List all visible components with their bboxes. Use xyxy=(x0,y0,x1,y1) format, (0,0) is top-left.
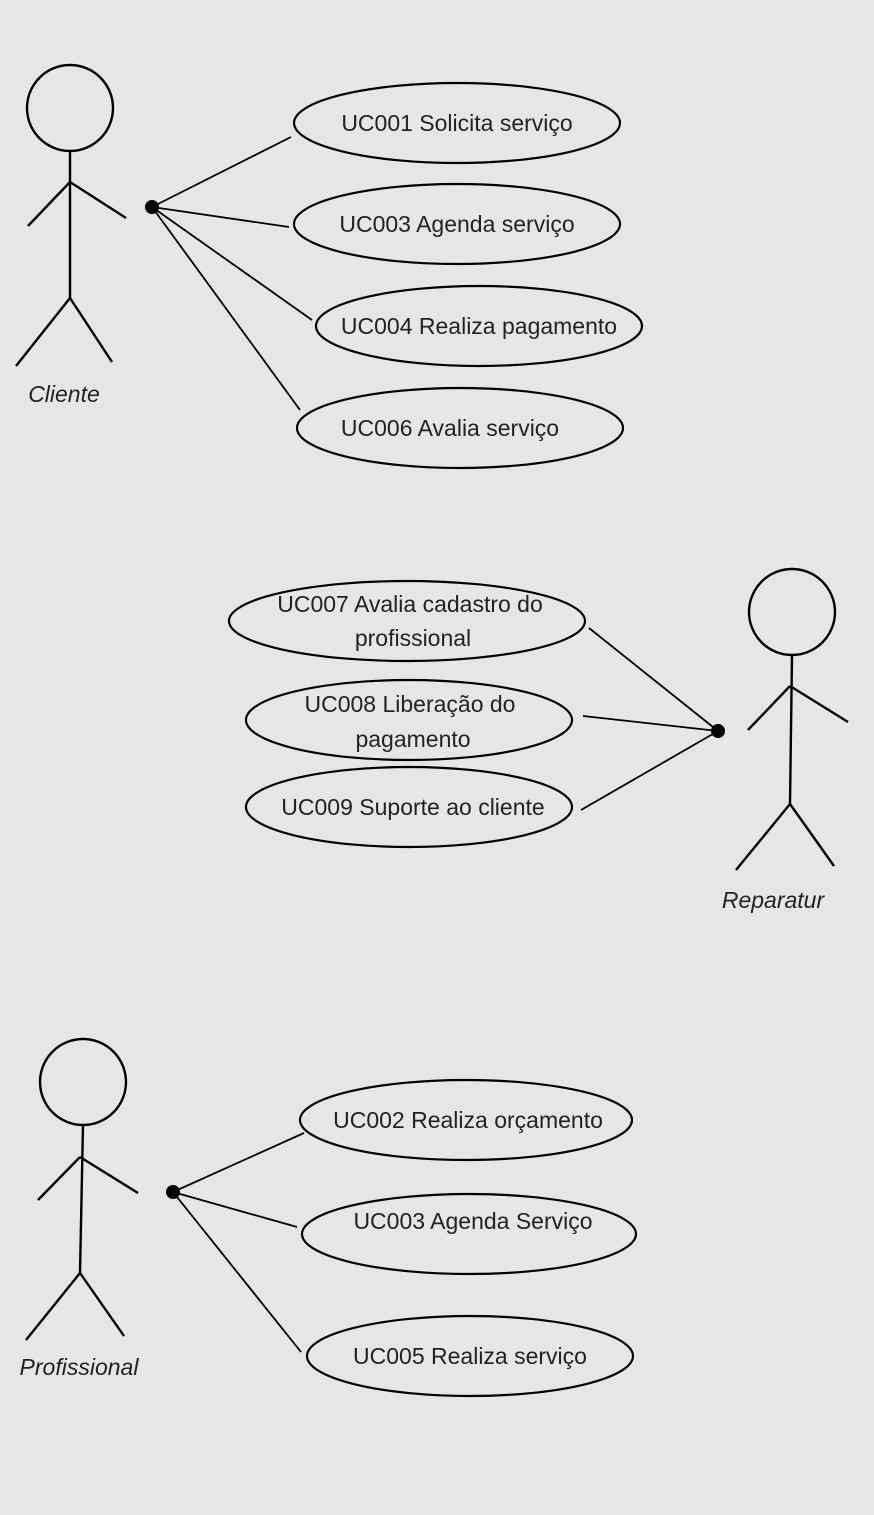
actor-reparatur-group: Reparatur UC007 Avalia cadastro do profi… xyxy=(227,567,849,913)
actor-label-profissional: Profissional xyxy=(20,1354,140,1380)
use-case-uc003[interactable]: UC003 Agenda serviço xyxy=(292,182,622,266)
use-case-label: UC009 Suporte ao cliente xyxy=(281,794,544,820)
use-case-uc003-profissional[interactable]: UC003 Agenda Serviço xyxy=(300,1192,638,1276)
association-line xyxy=(151,206,301,411)
association-line xyxy=(151,136,292,208)
use-case-uc006[interactable]: UC006 Avalia serviço xyxy=(295,386,625,470)
use-case-uc007[interactable]: UC007 Avalia cadastro do profissional xyxy=(227,579,587,663)
actor-cliente-group: Cliente UC001 Solicita serviço UC003 Age… xyxy=(15,63,644,470)
use-case-uc004[interactable]: UC004 Realiza pagamento xyxy=(314,284,644,368)
use-case-label: UC003 Agenda Serviço xyxy=(353,1208,592,1234)
use-case-label: UC006 Avalia serviço xyxy=(341,415,559,441)
association-line xyxy=(588,627,719,732)
use-case-label: UC008 Liberação do xyxy=(305,691,516,717)
use-case-label-line2: pagamento xyxy=(355,726,470,752)
association-line xyxy=(151,206,313,321)
use-case-uc001[interactable]: UC001 Solicita serviço xyxy=(292,81,622,165)
association-line xyxy=(172,1191,302,1353)
association-line xyxy=(172,1191,298,1228)
use-case-label-line2: profissional xyxy=(355,625,471,651)
actor-profissional-group: Profissional UC002 Realiza orçamento UC0… xyxy=(20,1037,638,1398)
actor-profissional-figure xyxy=(25,1037,139,1341)
use-case-uc002[interactable]: UC002 Realiza orçamento xyxy=(298,1078,634,1162)
use-case-label: UC007 Avalia cadastro do xyxy=(277,591,543,617)
use-case-label: UC002 Realiza orçamento xyxy=(333,1107,603,1133)
actor-label-reparatur: Reparatur xyxy=(722,887,826,913)
use-case-uc009[interactable]: UC009 Suporte ao cliente xyxy=(244,765,574,849)
association-line xyxy=(580,730,719,811)
association-line xyxy=(172,1132,305,1193)
association-line xyxy=(582,715,719,732)
use-case-label: UC003 Agenda serviço xyxy=(339,211,574,237)
use-case-label: UC004 Realiza pagamento xyxy=(341,313,617,339)
use-case-label: UC005 Realiza serviço xyxy=(353,1343,587,1369)
actor-label-cliente: Cliente xyxy=(28,381,100,407)
use-case-uc005[interactable]: UC005 Realiza serviço xyxy=(305,1314,635,1398)
association-line xyxy=(151,206,290,228)
use-case-label: UC001 Solicita serviço xyxy=(341,110,572,136)
actor-cliente-figure xyxy=(15,63,127,367)
actor-reparatur-figure xyxy=(735,567,849,871)
use-case-uc008[interactable]: UC008 Liberação do pagamento xyxy=(244,678,574,762)
